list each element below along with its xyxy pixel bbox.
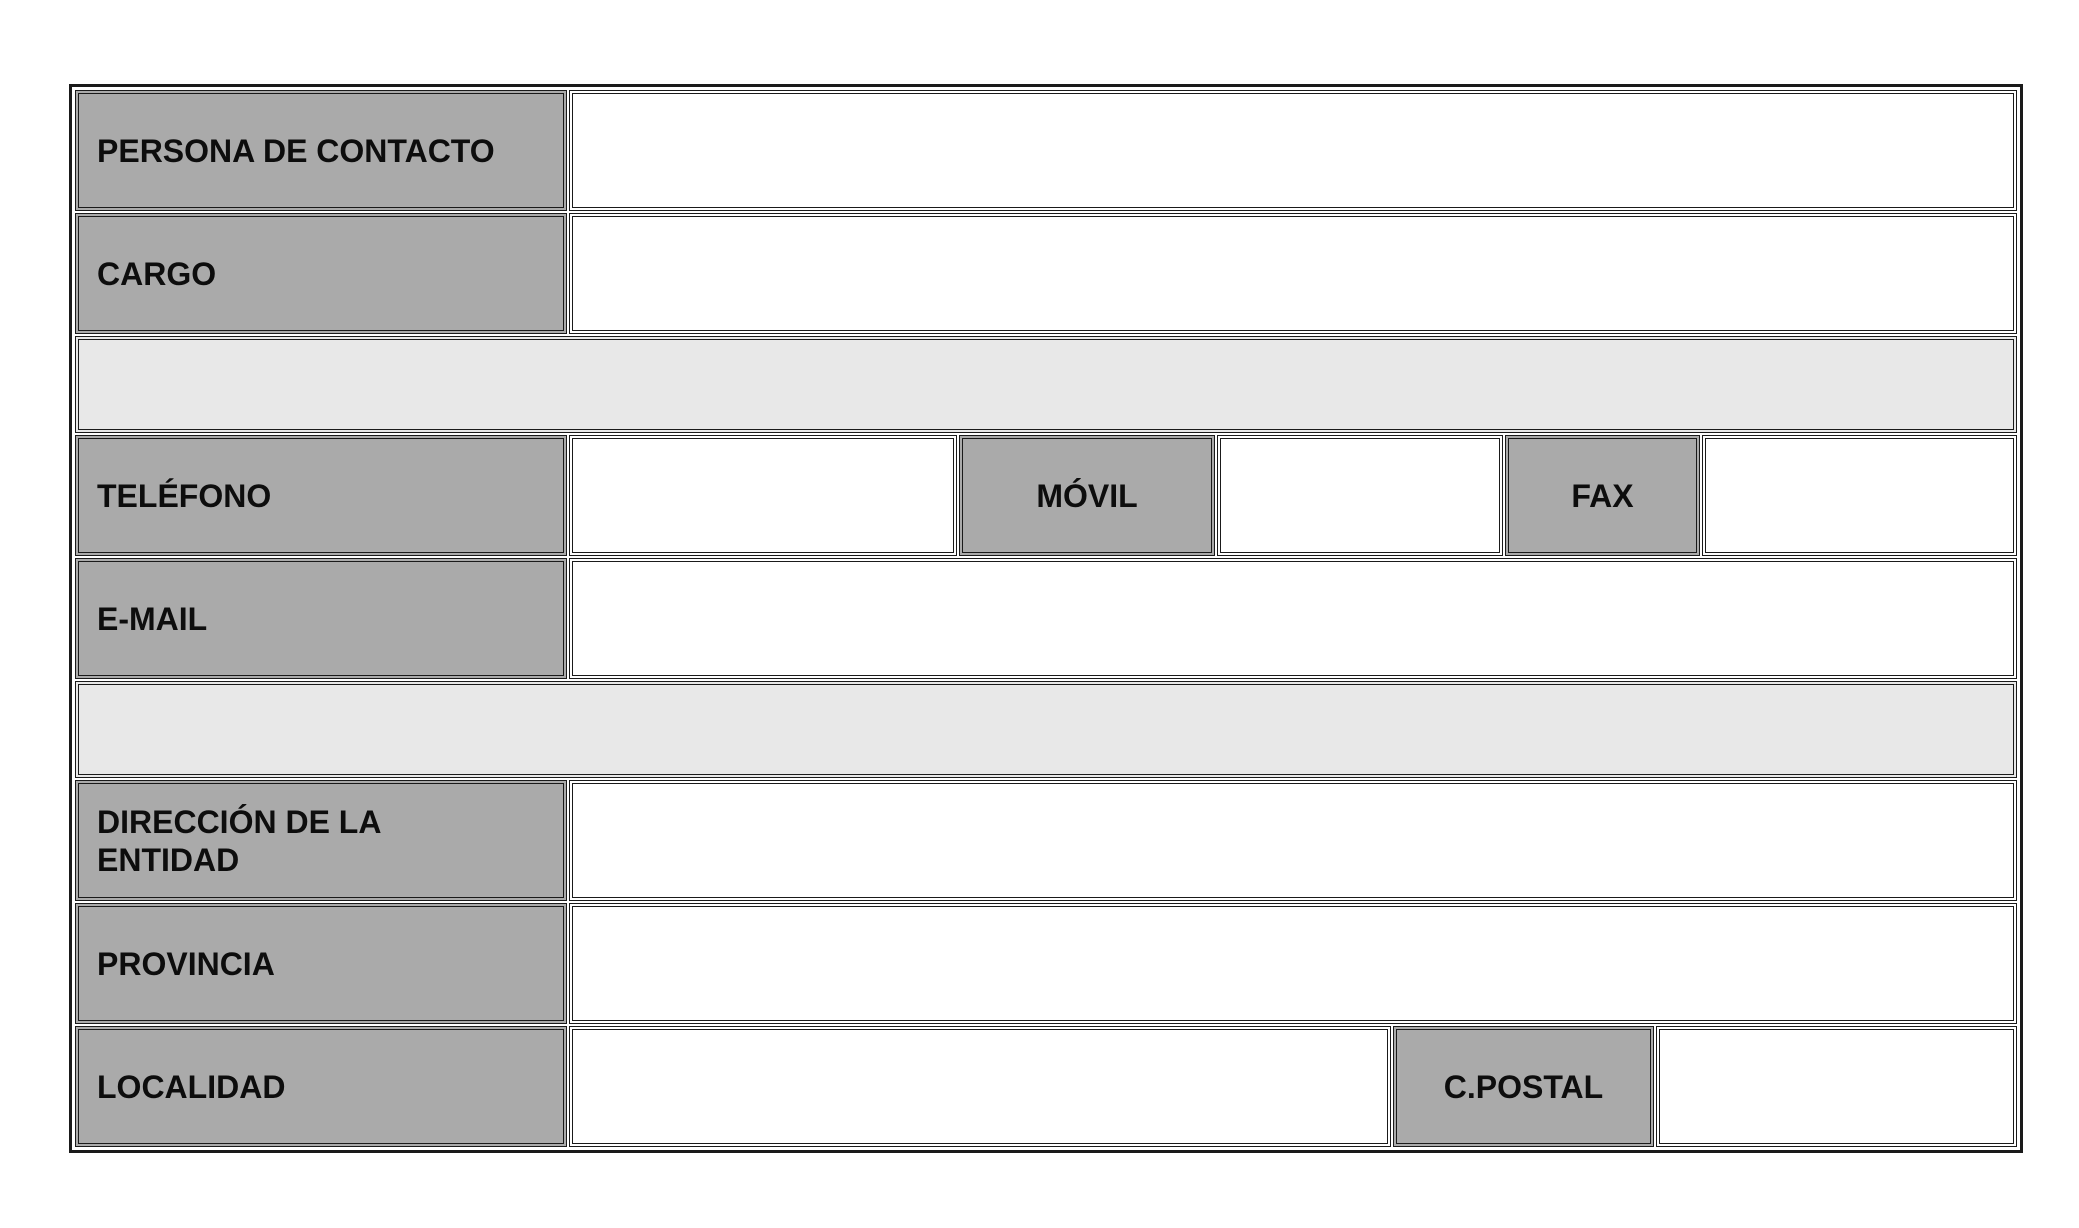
province-field[interactable] — [569, 903, 2017, 1024]
address-label: DIRECCIÓN DE LA ENTIDAD — [75, 780, 567, 901]
postal-code-label: C.POSTAL — [1393, 1026, 1654, 1147]
locality-label: LOCALIDAD — [75, 1026, 567, 1147]
phone-label: TELÉFONO — [75, 435, 567, 556]
row-position: CARGO — [74, 212, 2018, 335]
address-label-line2: ENTIDAD — [97, 841, 240, 878]
locality-field[interactable] — [569, 1026, 1391, 1147]
phone-field[interactable] — [569, 435, 957, 556]
locality-label-text: LOCALIDAD — [97, 1068, 286, 1105]
fax-label: FAX — [1505, 435, 1700, 556]
postal-code-label-text: C.POSTAL — [1443, 1068, 1604, 1105]
email-label-text: E-MAIL — [97, 600, 208, 637]
position-label: CARGO — [75, 213, 567, 334]
phone-label-text: TELÉFONO — [97, 477, 272, 514]
fax-field[interactable] — [1702, 435, 2017, 556]
email-label: E-MAIL — [75, 558, 567, 679]
spacer-band-1 — [75, 336, 2017, 433]
contact-person-label: PERSONA DE CONTACTO — [75, 90, 567, 211]
row-email: E-MAIL — [74, 557, 2018, 680]
province-label-text: PROVINCIA — [97, 945, 275, 982]
email-field[interactable] — [569, 558, 2017, 679]
address-label-line1: DIRECCIÓN DE LA — [97, 803, 382, 840]
contact-person-label-text: PERSONA DE CONTACTO — [97, 132, 495, 169]
address-field[interactable] — [569, 780, 2017, 901]
position-field[interactable] — [569, 213, 2017, 334]
mobile-field[interactable] — [1217, 435, 1503, 556]
address-label-text: DIRECCIÓN DE LA ENTIDAD — [97, 803, 381, 879]
mobile-label-text: MÓVIL — [1036, 477, 1138, 514]
row-phones: TELÉFONO MÓVIL FAX — [74, 434, 2018, 557]
row-locality: LOCALIDAD C.POSTAL — [74, 1025, 2018, 1148]
postal-code-field[interactable] — [1656, 1026, 2017, 1147]
spacer-band-2 — [75, 681, 2017, 778]
row-spacer-1 — [74, 335, 2018, 434]
contact-form-table: PERSONA DE CONTACTO CARGO TELÉFONO MÓVIL… — [69, 84, 2023, 1153]
mobile-label: MÓVIL — [959, 435, 1215, 556]
position-label-text: CARGO — [97, 255, 217, 292]
row-spacer-2 — [74, 680, 2018, 779]
row-province: PROVINCIA — [74, 902, 2018, 1025]
fax-label-text: FAX — [1571, 477, 1634, 514]
province-label: PROVINCIA — [75, 903, 567, 1024]
row-contact-person: PERSONA DE CONTACTO — [74, 89, 2018, 212]
row-address: DIRECCIÓN DE LA ENTIDAD — [74, 779, 2018, 902]
contact-person-field[interactable] — [569, 90, 2017, 211]
